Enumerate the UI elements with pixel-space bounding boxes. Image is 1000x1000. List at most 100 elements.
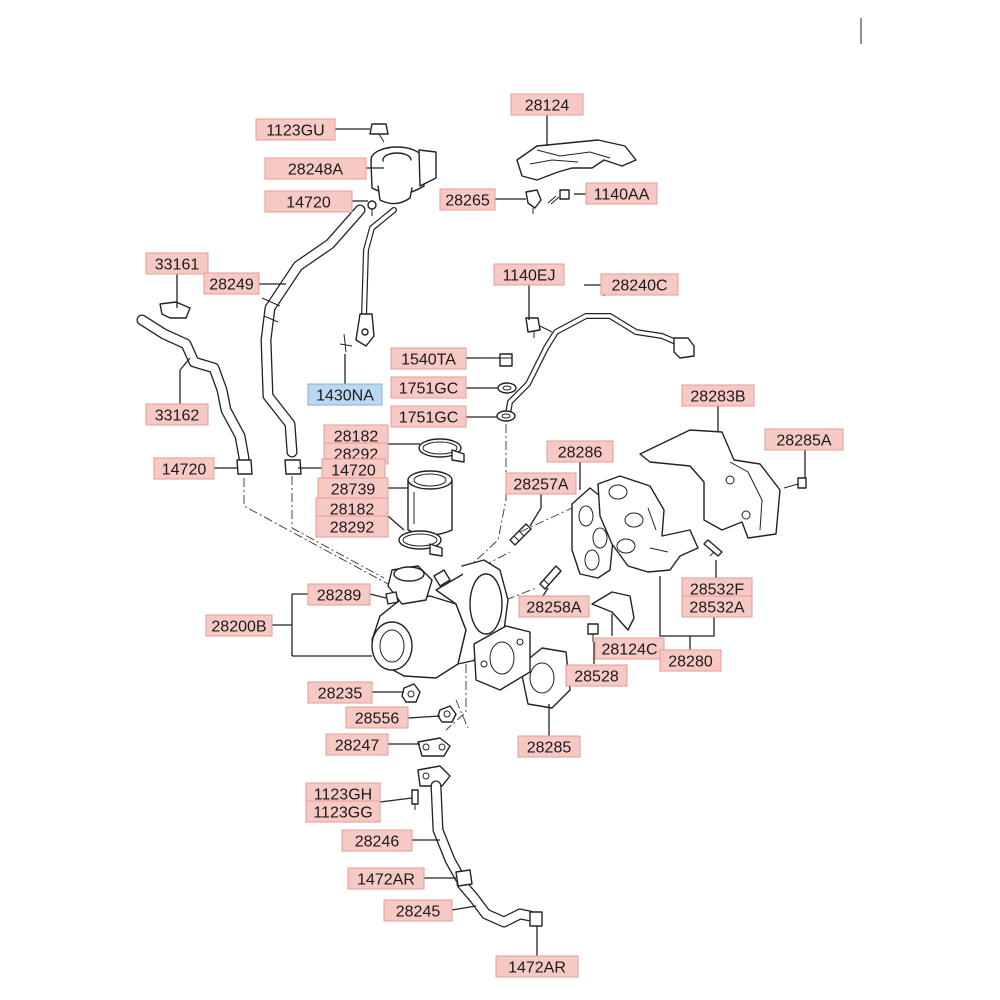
callout-28289[interactable]: 28289	[307, 583, 371, 606]
parts-illustration	[136, 18, 862, 928]
svg-text:28245: 28245	[396, 904, 441, 921]
callout-28280[interactable]: 28280	[659, 649, 722, 672]
callout-28248a[interactable]: 28248A	[264, 157, 367, 180]
svg-text:28285: 28285	[527, 740, 572, 757]
callout-14720-mid[interactable]: 14720	[321, 458, 386, 481]
svg-text:33162: 33162	[155, 408, 200, 425]
svg-text:28265: 28265	[445, 193, 490, 210]
callout-28257a[interactable]: 28257A	[505, 472, 577, 495]
heat-shield-28124c	[591, 591, 635, 631]
gasket-28247	[417, 737, 451, 757]
callout-33161[interactable]: 33161	[145, 252, 209, 275]
oil-drain-pipe-28246	[417, 765, 466, 884]
callout-28200b[interactable]: 28200B	[205, 614, 273, 637]
turbocharger-28200b	[371, 559, 531, 731]
svg-text:28182: 28182	[330, 502, 375, 519]
svg-text:1540TA: 1540TA	[401, 352, 456, 369]
svg-text:28124: 28124	[525, 98, 570, 115]
exhaust-manifold-28280	[597, 475, 699, 573]
callout-1123gu[interactable]: 1123GU	[255, 118, 336, 141]
callout-28292-lower[interactable]: 28292	[315, 515, 389, 538]
svg-text:28280: 28280	[668, 654, 713, 671]
svg-text:28258A: 28258A	[526, 600, 581, 617]
clamp-28292-lower	[398, 530, 443, 557]
svg-text:28200B: 28200B	[211, 619, 266, 636]
svg-text:1751GC: 1751GC	[399, 381, 459, 398]
svg-text:1430NA: 1430NA	[316, 388, 374, 405]
clamp-28292-upper	[418, 438, 465, 463]
bolt-1123gu	[369, 123, 389, 143]
gasket-28285	[519, 647, 571, 709]
callout-28246[interactable]: 28246	[341, 829, 413, 852]
stud-28257a	[509, 523, 532, 546]
svg-text:28124C: 28124C	[601, 642, 657, 659]
svg-text:28292: 28292	[330, 520, 375, 537]
callout-1430na[interactable]: 1430NA	[307, 383, 383, 406]
bolt-28285a	[783, 477, 807, 489]
svg-text:28235: 28235	[318, 686, 363, 703]
callout-28182-upper[interactable]: 28182	[323, 424, 389, 447]
callout-1472ar-lower[interactable]: 1472AR	[495, 955, 579, 978]
heat-shield-28283b	[639, 429, 781, 539]
bolt-1140aa	[547, 189, 570, 205]
clip-28265	[525, 189, 542, 214]
svg-text:1140AA: 1140AA	[594, 187, 650, 204]
svg-text:28246: 28246	[355, 834, 400, 851]
callout-1123gh[interactable]: 1123GH	[305, 782, 381, 805]
callout-28283b[interactable]: 28283B	[681, 384, 755, 407]
svg-text:1123GG: 1123GG	[313, 805, 372, 822]
svg-text:1123GU: 1123GU	[266, 123, 324, 140]
stud-28258a	[539, 565, 562, 590]
svg-text:28248A: 28248A	[288, 162, 343, 179]
svg-text:28532A: 28532A	[689, 600, 744, 617]
callout-28249[interactable]: 28249	[203, 272, 260, 295]
callout-28258a[interactable]: 28258A	[518, 595, 590, 618]
svg-text:28289: 28289	[317, 588, 362, 605]
heat-shield-28124	[516, 139, 637, 181]
svg-text:28247: 28247	[335, 738, 380, 755]
callout-1472ar-upper[interactable]: 1472AR	[347, 867, 425, 890]
callout-28286[interactable]: 28286	[546, 440, 614, 463]
callout-28124[interactable]: 28124	[510, 93, 584, 116]
bolt-1140ej	[525, 317, 553, 338]
callout-1140aa[interactable]: 1140AA	[585, 182, 658, 205]
svg-text:28739: 28739	[331, 482, 376, 499]
callout-28240c[interactable]: 28240C	[600, 273, 679, 296]
callout-28528[interactable]: 28528	[565, 664, 628, 687]
bolt-28528	[587, 623, 599, 642]
callout-14720-left[interactable]: 14720	[153, 457, 215, 480]
svg-text:28556: 28556	[355, 711, 400, 728]
callout-1751gc-lower[interactable]: 1751GC	[390, 405, 467, 428]
callout-28124c[interactable]: 28124C	[594, 637, 665, 660]
callout-28532a[interactable]: 28532A	[681, 595, 753, 618]
callout-1540ta[interactable]: 1540TA	[390, 347, 467, 370]
svg-text:1472AR: 1472AR	[357, 872, 415, 889]
svg-text:28182: 28182	[334, 429, 379, 446]
callout-1751gc-upper[interactable]: 1751GC	[390, 376, 467, 399]
callout-33162[interactable]: 33162	[145, 403, 209, 426]
callout-28245[interactable]: 28245	[383, 899, 453, 922]
callout-28235[interactable]: 28235	[307, 681, 373, 704]
callout-28532f[interactable]: 28532F	[681, 577, 753, 600]
callout-28556[interactable]: 28556	[345, 706, 409, 729]
callout-14720-top[interactable]: 14720	[264, 190, 353, 213]
svg-text:28240C: 28240C	[611, 278, 667, 295]
callout-28739[interactable]: 28739	[317, 477, 389, 500]
svg-text:28285A: 28285A	[776, 433, 831, 450]
callout-28265[interactable]: 28265	[439, 188, 496, 211]
svg-text:14720: 14720	[331, 463, 376, 480]
actuator-28248a	[367, 146, 437, 216]
callout-1140ej[interactable]: 1140EJ	[493, 263, 565, 286]
callout-28182-lower[interactable]: 28182	[315, 497, 389, 520]
callout-28285[interactable]: 28285	[517, 735, 581, 758]
svg-text:1472AR: 1472AR	[508, 960, 566, 977]
svg-text:14720: 14720	[286, 195, 331, 212]
intercooler-hose-28739	[407, 470, 453, 536]
svg-text:28286: 28286	[558, 445, 603, 462]
callout-labels: 1123GU 28248A 14720 28124 28265 1140AA 3…	[145, 93, 844, 978]
svg-text:28257A: 28257A	[513, 477, 568, 494]
callout-28285a[interactable]: 28285A	[764, 428, 844, 451]
callout-1123gg[interactable]: 1123GG	[305, 800, 381, 823]
callout-28247[interactable]: 28247	[325, 733, 389, 756]
